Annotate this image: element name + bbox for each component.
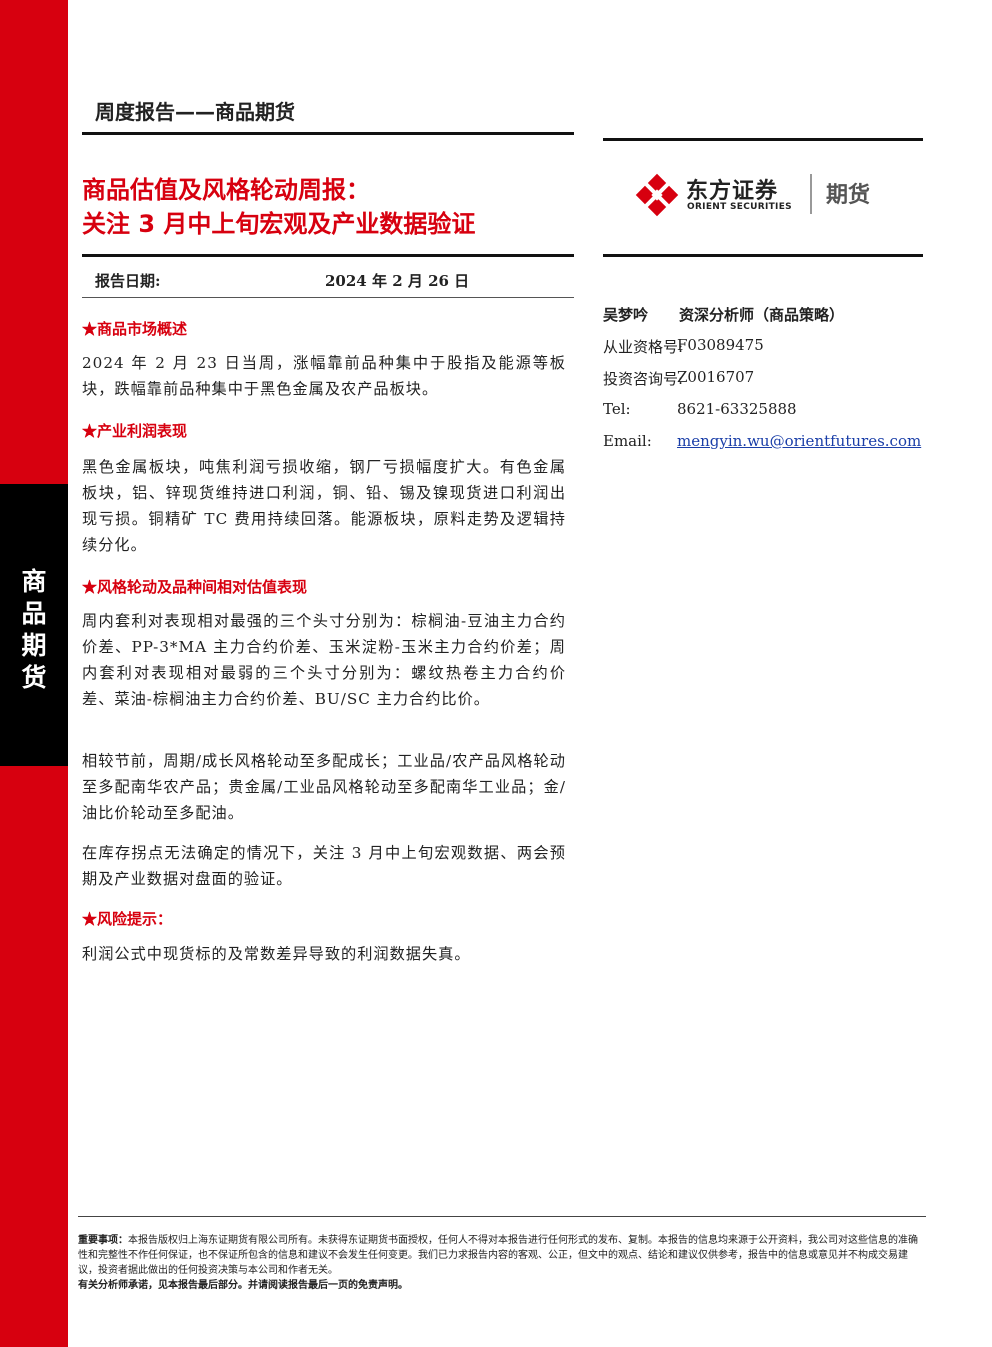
left-black-tab <box>0 484 68 766</box>
section-heading-profit: ★产业利润表现 <box>82 422 188 440</box>
logo-separator <box>810 174 812 214</box>
paragraph-arbitrage: 周内套利对表现相对最强的三个头寸分别为：棕榈油-豆油主力合约价差、PP-3*MA… <box>82 612 566 708</box>
orient-logo-icon <box>635 173 679 217</box>
disclaimer-rule <box>78 1216 926 1217</box>
logo-name-en: ORIENT SECURITIES <box>687 202 792 212</box>
logo-top-rule <box>603 138 923 141</box>
analyst-title: 资深分析师（商品策略） <box>679 306 845 324</box>
email-link[interactable]: mengyin.wu@orientfutures.com <box>677 432 922 450</box>
tel-label: Tel: <box>603 400 631 418</box>
section-heading-market: ★商品市场概述 <box>82 320 188 338</box>
paragraph-inventory: 在库存拐点无法确定的情况下，关注 3 月中上旬宏观数据、两会预期及产业数据对盘面… <box>82 844 566 888</box>
paragraph-market: 2024 年 2 月 23 日当周，涨幅靠前品种集中于股指及能源等板块，跌幅靠前… <box>82 354 566 398</box>
license-value: F03089475 <box>677 336 764 354</box>
disclaimer-footer: 有关分析师承诺，见本报告最后部分。并请阅读报告最后一页的免责声明。 <box>78 1280 408 1291</box>
company-logo: 东方证券 ORIENT SECURITIES 期货 <box>634 172 894 218</box>
header-rule <box>82 132 574 135</box>
disclaimer-lead: 重要事项： <box>78 1235 128 1246</box>
logo-name-cn: 东方证券 <box>686 179 779 204</box>
consult-value: Z0016707 <box>677 368 755 386</box>
disclaimer: 重要事项：本报告版权归上海东证期货有限公司所有。未获得东证期货书面授权，任何人不… <box>78 1233 926 1293</box>
license-label: 从业资格号: <box>603 338 684 356</box>
date-bottom-rule <box>82 297 574 298</box>
report-date-value: 2024 年 2 月 26 日 <box>325 272 470 290</box>
tel-value: 8621-63325888 <box>677 400 797 418</box>
section-heading-risk: ★风险提示： <box>82 910 173 928</box>
paragraph-risk: 利润公式中现货标的及常数差异导致的利润数据失真。 <box>82 945 471 963</box>
report-type: 周度报告——商品期货 <box>95 100 295 124</box>
logo-division: 期货 <box>826 183 871 208</box>
consult-label: 投资咨询号: <box>603 370 684 388</box>
sidebar-label: 商品期货 <box>21 567 47 692</box>
paragraph-rotation: 相较节前，周期/成长风格轮动至多配成长；工业品/农产品风格轮动至多配南华农产品；… <box>82 752 566 822</box>
analyst-name: 吴梦吟 <box>603 306 649 324</box>
section-heading-style-rotation: ★风格轮动及品种间相对估值表现 <box>82 578 308 596</box>
report-date-label: 报告日期: <box>95 272 161 290</box>
analyst-top-rule <box>603 254 923 257</box>
email-label: Email: <box>603 432 652 450</box>
report-title-line1: 商品估值及风格轮动周报： <box>82 176 370 204</box>
disclaimer-text: 本报告版权归上海东证期货有限公司所有。未获得东证期货书面授权，任何人不得对本报告… <box>78 1235 918 1276</box>
date-top-rule <box>82 254 574 257</box>
paragraph-profit: 黑色金属板块，吨焦利润亏损收缩，钢厂亏损幅度扩大。有色金属板块，铝、锌现货维持进… <box>82 458 566 554</box>
report-title-line2: 关注 3 月中上旬宏观及产业数据验证 <box>82 210 476 238</box>
